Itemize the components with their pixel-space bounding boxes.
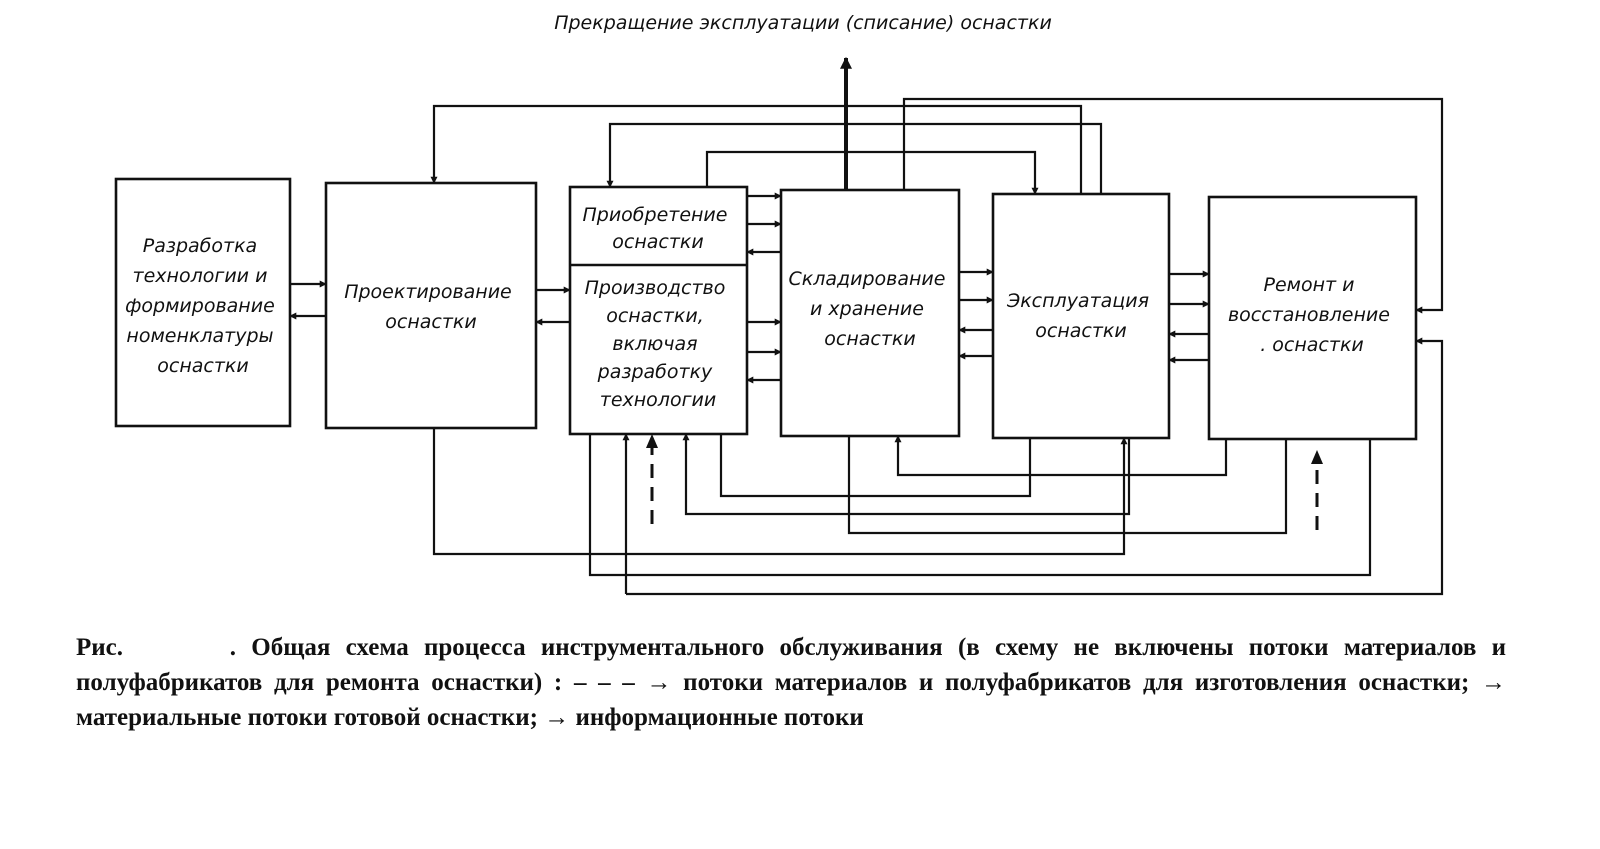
arrow-symbol: →: [1481, 669, 1507, 696]
arrow-symbol: →: [544, 704, 570, 731]
caption-text: . Общая схема процесса инструментального…: [76, 634, 1507, 696]
repair-label: Ремонт и восстановление . оснастки: [1228, 274, 1396, 356]
block-operation: Эксплуатация оснастки: [991, 192, 1171, 440]
production-label: Производство оснастки, включая разработк…: [585, 277, 732, 411]
top-label: Прекращение эксплуатации (списание) осна…: [554, 12, 1052, 34]
development-label: Разработка технологии и формирование ном…: [125, 235, 281, 377]
legend-info: информационные потоки: [575, 704, 864, 731]
operation-label: Эксплуатация оснастки: [1006, 290, 1155, 342]
design-label: Проектирование оснастки: [344, 281, 518, 333]
caption-prefix: Рис.: [76, 634, 124, 661]
legend-material: материальные потоки готовой оснастки;: [76, 704, 538, 731]
dashed-arrow-symbol: – – – →: [573, 669, 672, 696]
bottom-loops: [432, 337, 1444, 596]
block-repair: Ремонт и восстановление . оснастки: [1207, 195, 1418, 441]
process-diagram: Прекращение эксплуатации (списание) осна…: [114, 12, 1444, 596]
dashed-inputs: [646, 434, 1323, 530]
storage-label: Складирование и хранение оснастки: [788, 268, 951, 350]
block-design: Проектирование оснастки: [324, 181, 538, 430]
acquisition-label: Приобретение оснастки: [582, 204, 733, 253]
figure-caption: Рис. . Общая схема процесса инструментал…: [76, 630, 1506, 735]
block-acquisition-production: Приобретение оснастки Производство оснас…: [568, 185, 749, 436]
block-storage: Складирование и хранение оснастки: [779, 188, 961, 438]
legend-dashed: потоки материалов и полуфабрикатов для и…: [683, 669, 1470, 696]
block-development: Разработка технологии и формирование ном…: [114, 177, 292, 428]
top-loops: [430, 97, 1444, 314]
flow-arrows: [289, 192, 1210, 384]
